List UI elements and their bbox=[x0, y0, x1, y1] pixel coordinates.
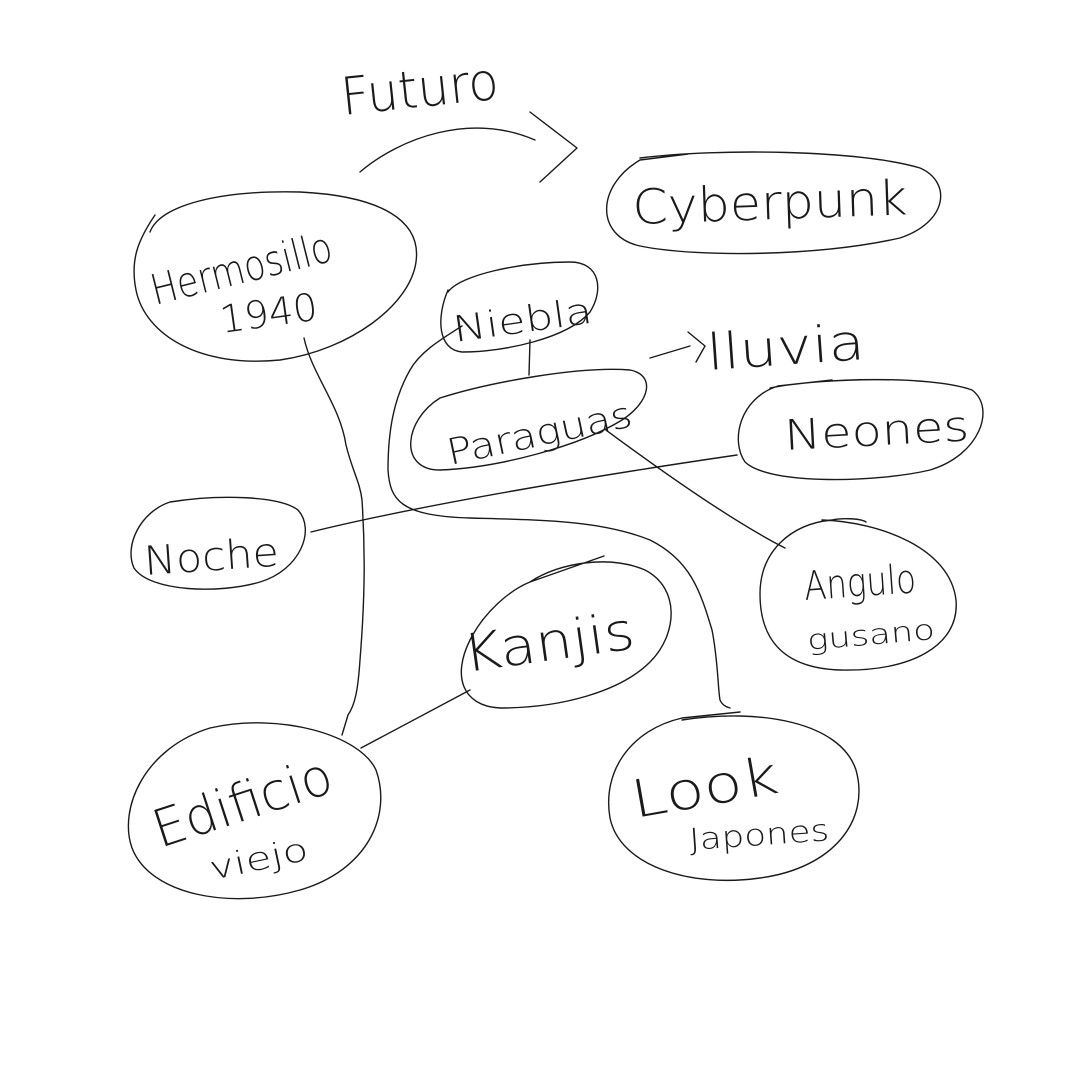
connector-paraguas-lluvia bbox=[649, 345, 691, 359]
label-futuro: Futuro bbox=[338, 52, 501, 128]
node-outlines bbox=[127, 151, 984, 900]
node-angulo-line-2: gusano bbox=[806, 613, 936, 657]
node-labels: Hermosillo 1940 Cyberpunk Niebla Paragua… bbox=[142, 170, 970, 887]
node-angulo-line-1: Angulo bbox=[802, 556, 917, 610]
node-paraguas-label: Paraguas bbox=[443, 395, 635, 474]
connector-paraguas-angulo bbox=[605, 429, 786, 549]
node-neones-label: Neones bbox=[783, 401, 970, 460]
node-kanjis-label: Kanjis bbox=[459, 602, 638, 685]
node-noche-label: Noche bbox=[142, 530, 280, 585]
connector-hermosillo-edificio bbox=[303, 337, 365, 736]
node-outline-cyberpunk bbox=[606, 151, 942, 255]
node-outline-niebla bbox=[440, 261, 599, 353]
connector-niebla-paraguas bbox=[528, 339, 531, 376]
connectors bbox=[303, 111, 786, 749]
node-look-line-2: Japones bbox=[688, 813, 830, 858]
node-outline-look bbox=[608, 711, 860, 882]
node-outline-edificio bbox=[127, 722, 382, 900]
connector-futuro-arrow bbox=[359, 127, 536, 173]
node-outline-paraguas bbox=[410, 368, 648, 471]
node-outline-hermosillo bbox=[133, 191, 418, 362]
connector-niebla-look bbox=[387, 325, 731, 709]
lluvia-arrowhead bbox=[687, 331, 706, 363]
futuro-arrowhead bbox=[529, 111, 578, 183]
label-lluvia: lluvia bbox=[705, 313, 867, 382]
node-outline-angulo bbox=[759, 517, 957, 671]
node-outline-neones bbox=[737, 378, 984, 481]
node-niebla-label: Niebla bbox=[451, 291, 595, 351]
connector-edificio-kanjis bbox=[360, 689, 471, 749]
node-cyberpunk-label: Cyberpunk bbox=[631, 170, 908, 236]
connector-noche-neones bbox=[310, 454, 738, 533]
node-outline-kanjis bbox=[460, 555, 672, 709]
node-outline-noche bbox=[130, 496, 307, 590]
